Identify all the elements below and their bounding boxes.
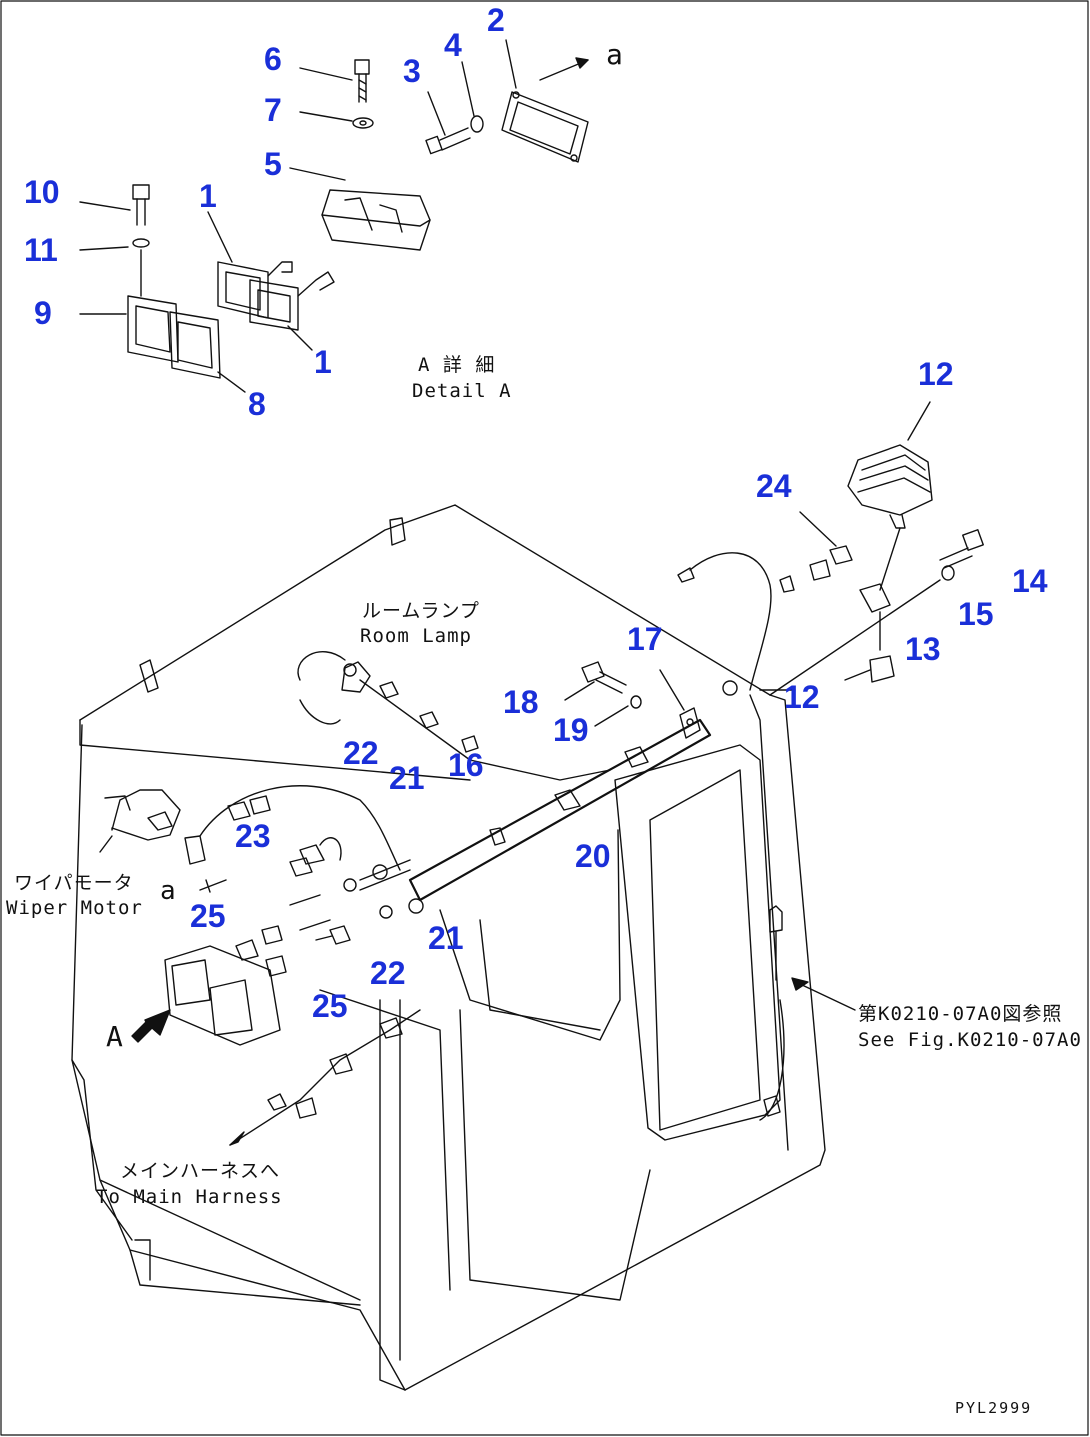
callout-12-lamp: 12 <box>918 356 954 392</box>
callout-24: 24 <box>756 468 792 504</box>
callout-18: 18 <box>503 684 539 720</box>
callout-10: 10 <box>24 174 60 210</box>
main-harness-label-jp: メインハーネスへ <box>120 1160 281 1182</box>
callout-4: 4 <box>444 27 462 63</box>
callout-17: 17 <box>627 621 663 657</box>
see-fig-label-en: See Fig.K0210-07A0 <box>858 1029 1082 1051</box>
callout-23: 23 <box>235 818 271 854</box>
room-lamp-label-jp: ルームランプ <box>362 600 480 622</box>
callout-25-lower: 25 <box>312 988 348 1024</box>
callout-5: 5 <box>264 146 282 182</box>
arrow-a-label: a <box>606 38 624 71</box>
callout-20: 20 <box>575 838 611 874</box>
detail-a-label-en: Detail A <box>412 380 512 402</box>
callout-25-upper: 25 <box>190 898 226 934</box>
callout-13: 13 <box>905 631 941 667</box>
callout-19: 19 <box>553 712 589 748</box>
callout-7: 7 <box>264 92 282 128</box>
callout-2: 2 <box>487 2 505 38</box>
callout-14: 14 <box>1012 563 1048 599</box>
arrow-a-left-label: a <box>160 876 177 906</box>
wiper-motor-label-en: Wiper Motor <box>6 897 143 919</box>
callout-22-upper: 22 <box>343 735 379 771</box>
callout-15: 15 <box>958 596 994 632</box>
callout-21-upper: 21 <box>389 760 425 796</box>
callout-16: 16 <box>448 747 484 783</box>
bolt-6-drawing <box>299 59 370 103</box>
view-a-label: A <box>106 1020 124 1053</box>
callout-21-lower: 21 <box>428 920 464 956</box>
main-harness-label-en: To Main Harness <box>96 1186 283 1208</box>
wiper-motor-label-jp: ワイパモータ <box>14 872 134 894</box>
callout-12-rail: 12 <box>784 679 820 715</box>
room-lamp-label-en: Room Lamp <box>360 625 472 647</box>
detail-a-label-jp: A 詳 細 <box>418 354 496 376</box>
callout-1-lower: 1 <box>314 344 332 380</box>
callout-6: 6 <box>264 41 282 77</box>
see-fig-label-jp: 第K0210-07A0図参照 <box>858 1003 1063 1025</box>
callout-3: 3 <box>403 53 421 89</box>
callout-8: 8 <box>248 386 266 422</box>
drawing-code: PYL2999 <box>955 1399 1033 1417</box>
callout-11: 11 <box>24 232 58 268</box>
callout-9: 9 <box>34 295 52 331</box>
callout-1-upper: 1 <box>199 178 217 214</box>
callout-22-lower: 22 <box>370 955 406 991</box>
